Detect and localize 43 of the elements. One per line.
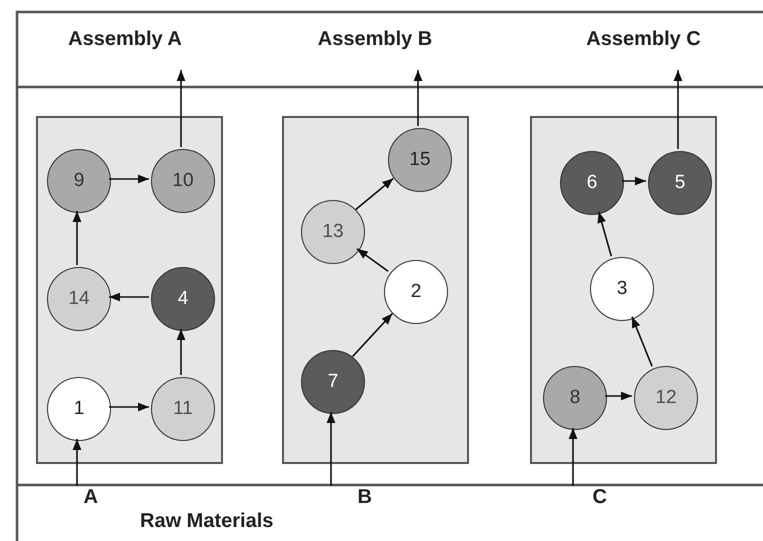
arrow: [352, 312, 393, 358]
arrow: [109, 292, 149, 302]
part-number: 13: [322, 221, 344, 243]
part-number: 10: [172, 170, 194, 192]
arrow: [356, 248, 389, 272]
arrow: [605, 392, 632, 400]
assembly-label: Assembly C: [586, 28, 701, 50]
part-number: 5: [674, 172, 686, 194]
part-number: 2: [410, 281, 422, 303]
part-number: 4: [178, 288, 188, 310]
arrow: [109, 174, 149, 184]
arrow: [622, 176, 646, 186]
arrow: [72, 211, 82, 265]
part-number: 15: [409, 149, 431, 171]
arrow: [176, 329, 186, 375]
arrow: [568, 428, 578, 486]
assembly-label: Assembly B: [318, 28, 432, 50]
arrow: [176, 70, 186, 147]
arrow: [326, 412, 336, 486]
part-number: 6: [586, 172, 598, 194]
cell-box: [530, 116, 717, 464]
part-number: 12: [655, 387, 677, 409]
arrow: [355, 178, 394, 210]
arrow: [674, 70, 682, 149]
input-label: A: [84, 486, 98, 508]
part-number: 1: [74, 398, 84, 420]
input-label: C: [592, 486, 607, 508]
arrow: [414, 70, 422, 126]
input-label: B: [358, 486, 372, 508]
cell-box: [36, 116, 223, 464]
part-number: 9: [74, 170, 84, 192]
cell-box: [282, 116, 469, 464]
part-number: 14: [68, 288, 90, 310]
part-number: 3: [616, 278, 628, 300]
assembly-label: Assembly A: [68, 28, 182, 50]
arrow: [109, 402, 149, 412]
arrow: [72, 439, 82, 486]
arrow: [597, 212, 612, 256]
part-number: 8: [570, 387, 580, 409]
part-number: 11: [173, 398, 193, 420]
arrow: [631, 316, 653, 367]
part-number: 7: [328, 371, 338, 393]
raw-materials-label: Raw Materials: [140, 510, 274, 533]
